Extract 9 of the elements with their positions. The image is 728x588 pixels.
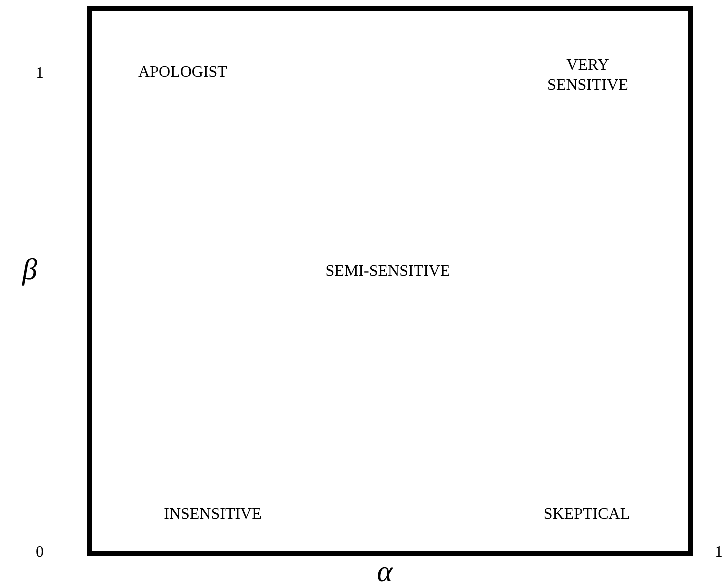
axis-tick-label: 1 [36, 64, 44, 84]
axis-tick-label: 1 [715, 543, 723, 563]
axis-tick-label: 0 [36, 543, 44, 563]
quadrant-label: SEMI-SENSITIVE [326, 262, 450, 282]
quadrant-label: APOLOGIST [138, 63, 228, 83]
quadrant-label: VERY SENSITIVE [546, 56, 630, 96]
axis-label: α [377, 559, 393, 585]
quadrant-label: INSENSITIVE [164, 505, 262, 525]
quadrant-label: SKEPTICAL [544, 505, 630, 525]
